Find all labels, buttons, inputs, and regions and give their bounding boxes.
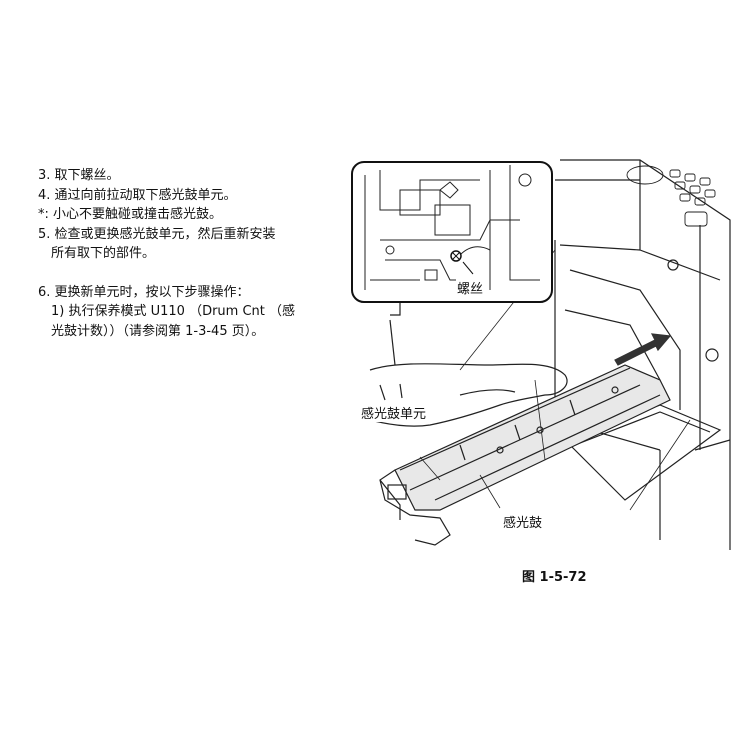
- note-marker: *:: [38, 207, 54, 222]
- printer-body: [560, 159, 731, 550]
- label-drum-unit: 感光鼓单元: [360, 403, 428, 422]
- figure-caption: 图 1-5-72: [522, 570, 587, 585]
- screw-detail-inset: [351, 161, 553, 303]
- note-text: 小心不要触碰或撞击感光鼓。: [53, 207, 223, 222]
- drum-unit: [379, 364, 671, 546]
- step-note: *: 小心不要触碰或撞击感光鼓。: [38, 205, 338, 225]
- step-number: 3.: [38, 168, 55, 183]
- spacer: [38, 264, 338, 283]
- control-panel: [626, 165, 716, 227]
- instruction-steps: 3. 取下螺丝。 4. 通过向前拉动取下感光鼓单元。 *: 小心不要触碰或撞击感…: [38, 166, 338, 341]
- step-text: 取下螺丝。: [54, 168, 120, 183]
- step-number: 4.: [38, 187, 55, 203]
- step-3: 3. 取下螺丝。: [38, 166, 338, 186]
- step-5: 5. 检查或更换感光鼓单元，然后重新安装: [38, 225, 338, 245]
- step-5-continued: 所有取下的部件。: [51, 246, 156, 261]
- step-text: 检查或更换感光鼓单元，然后重新安装: [54, 226, 276, 242]
- step-6: 6. 更换新单元时，按以下步骤操作：: [38, 283, 338, 303]
- step-number: 6.: [38, 284, 55, 300]
- step-6-substep: 1) 执行保养模式 U110 （Drum Cnt （感: [51, 304, 296, 319]
- step-number: 5.: [38, 226, 55, 242]
- step-text: 更换新单元时，按以下步骤操作：: [54, 284, 250, 300]
- drum-unit-illustration: [351, 159, 731, 550]
- knob-icon: [705, 348, 719, 362]
- label-drum: 感光鼓: [502, 512, 544, 531]
- step-6-substep-continued: 光鼓计数））（请参阅第 1-3-45 页）。: [51, 323, 265, 339]
- step-text: 通过向前拉动取下感光鼓单元。: [54, 187, 237, 203]
- label-screw: 螺丝: [456, 278, 485, 297]
- step-4: 4. 通过向前拉动取下感光鼓单元。: [38, 186, 338, 206]
- hand: [369, 363, 568, 427]
- arrow-left-icon: [614, 333, 672, 366]
